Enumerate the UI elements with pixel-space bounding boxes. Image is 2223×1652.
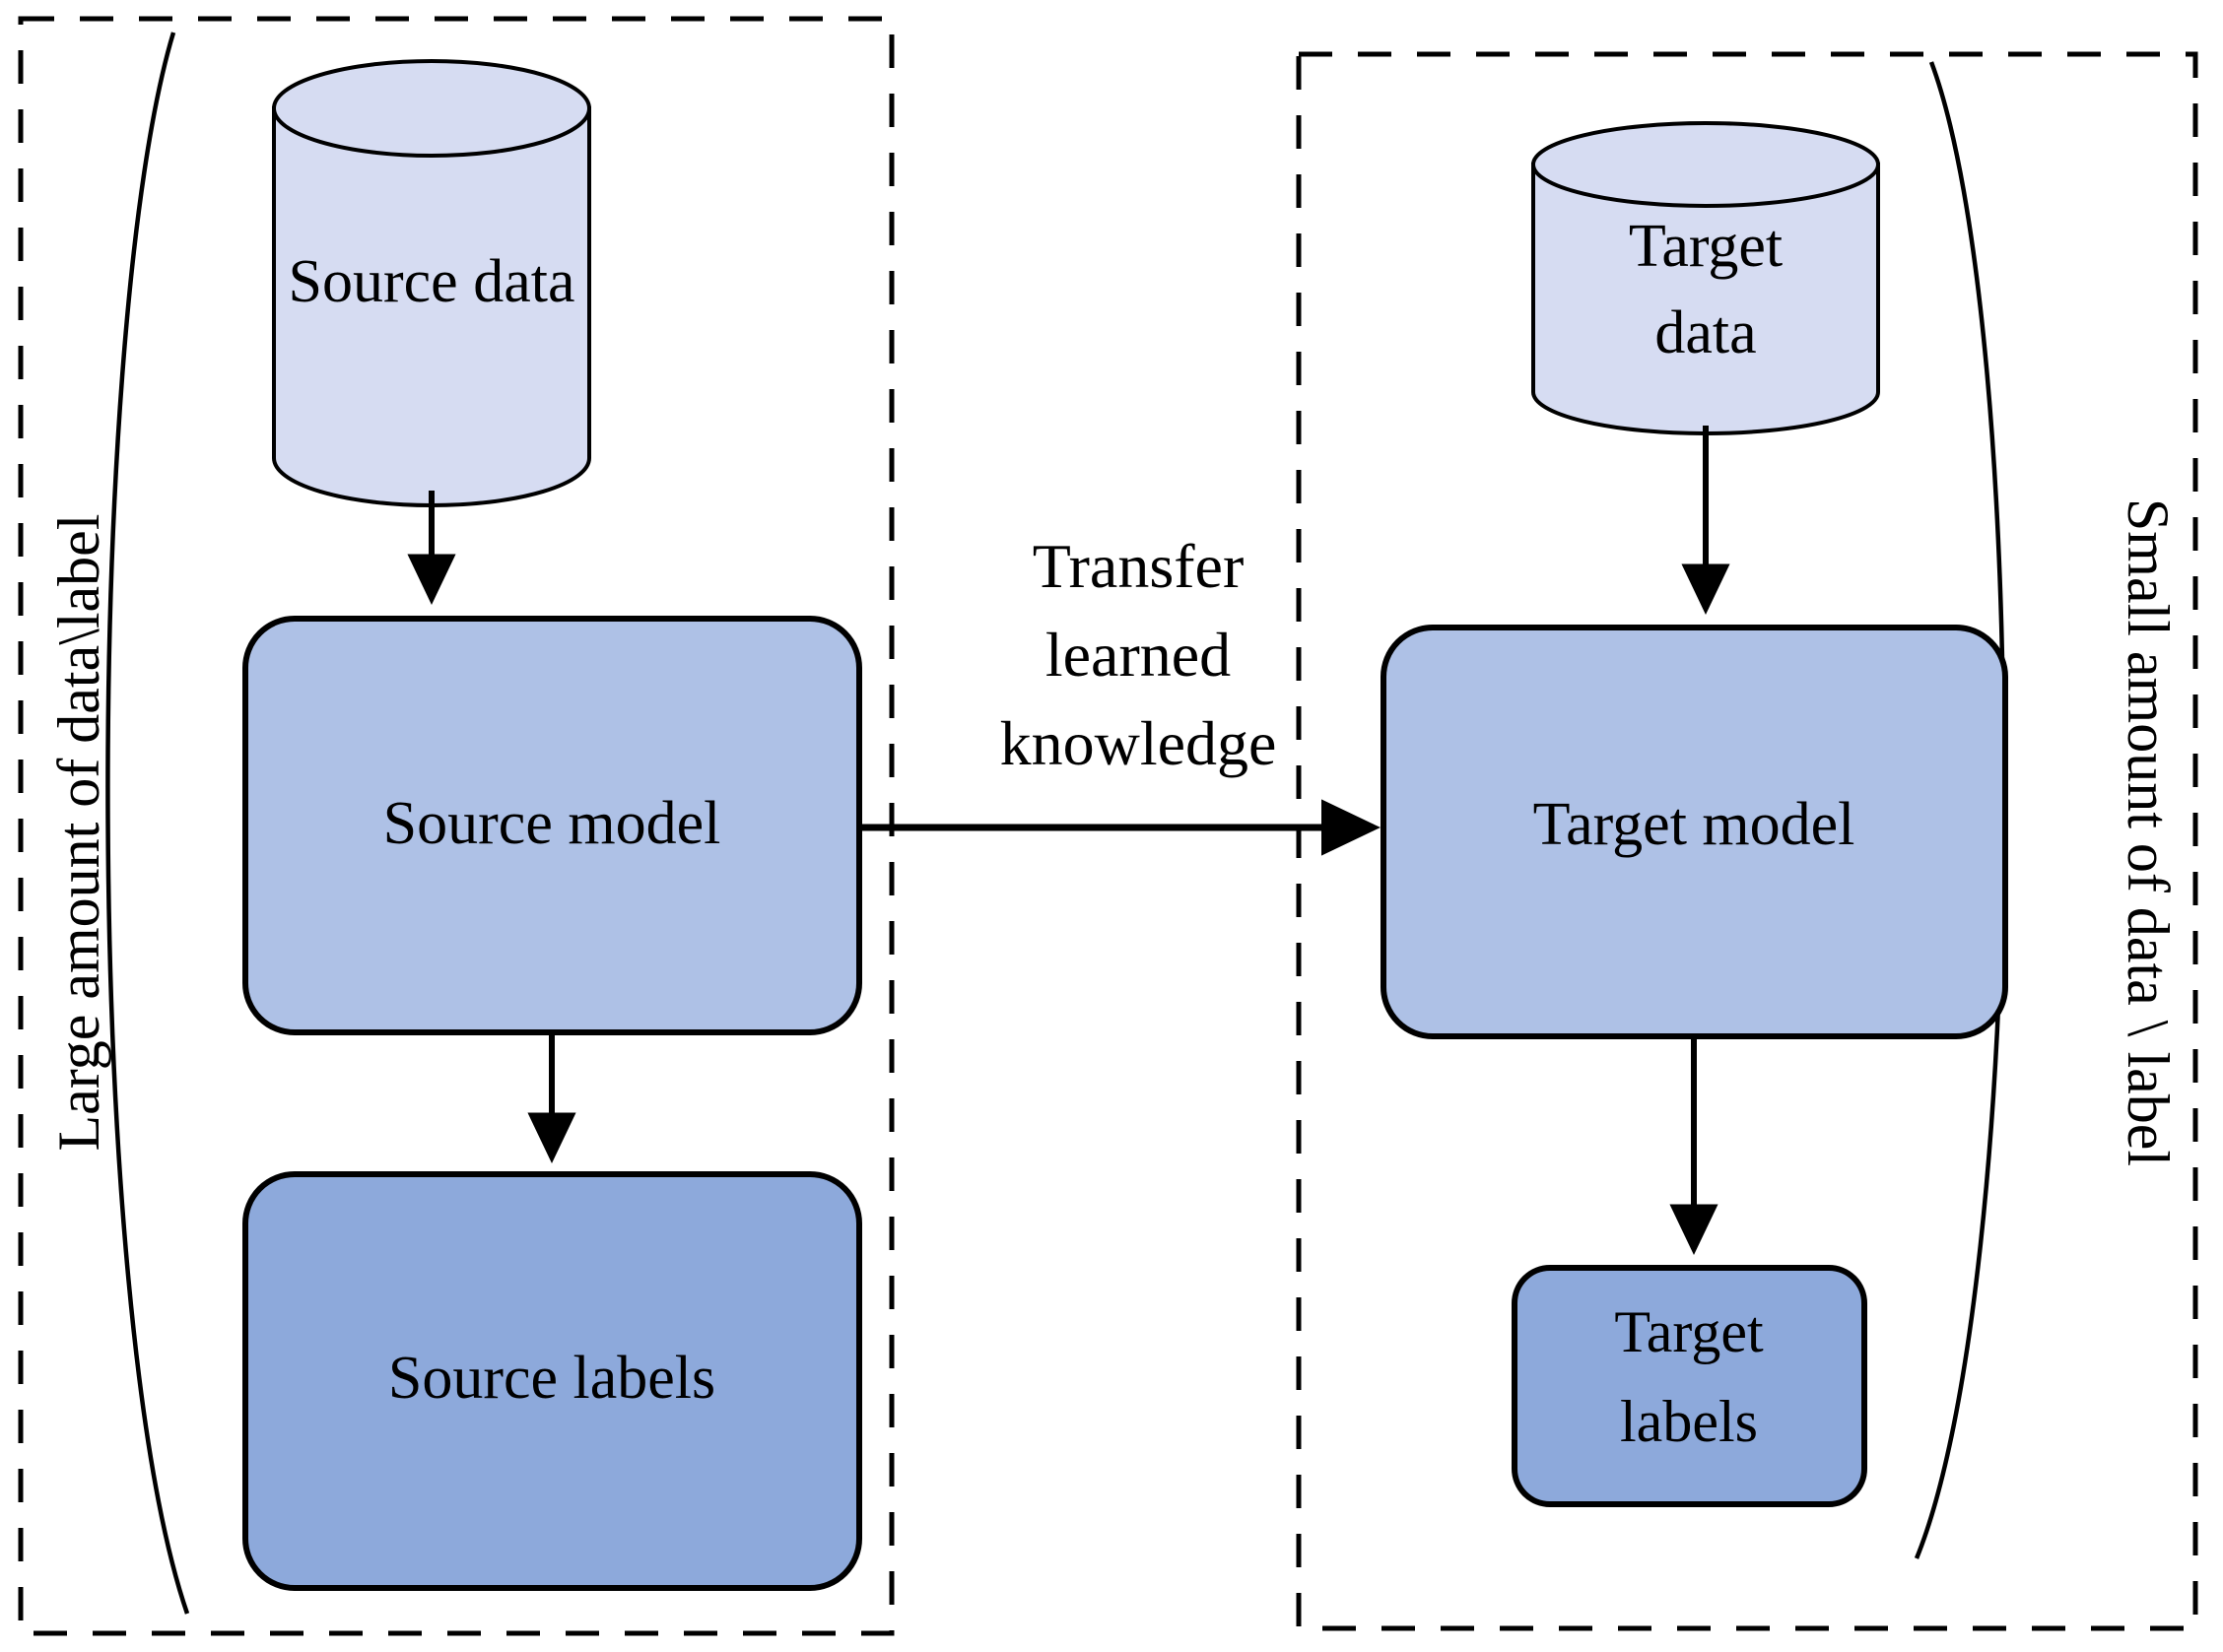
target-labels-label-line1: Target [1614,1299,1764,1364]
transfer-label-line3: knowledge [1000,708,1277,778]
target-domain-side-label: Small amount of data \ label [2116,498,2181,1166]
source-model-label: Source model [383,790,721,857]
source-domain-side-label: Large amount of data\label [46,514,111,1152]
target-model-label: Target model [1533,791,1855,858]
source-data-cylinder [272,59,591,507]
target-domain-panel [1296,51,2198,1631]
target-data-label-line2: data [1654,299,1756,366]
target-data-label-line1: Target [1629,213,1783,280]
transfer-label-line1: Transfer [1033,531,1245,601]
transfer-label-line2: learned [1045,620,1231,690]
source-labels-label: Source labels [388,1345,715,1412]
target-labels-label-line2: labels [1620,1389,1758,1454]
target-labels-box [1512,1265,1867,1507]
source-labels-box [242,1171,862,1591]
source-data-label: Source data [289,248,575,315]
source-domain-brace [105,32,190,1615]
target-data-cylinder [1531,121,1880,435]
